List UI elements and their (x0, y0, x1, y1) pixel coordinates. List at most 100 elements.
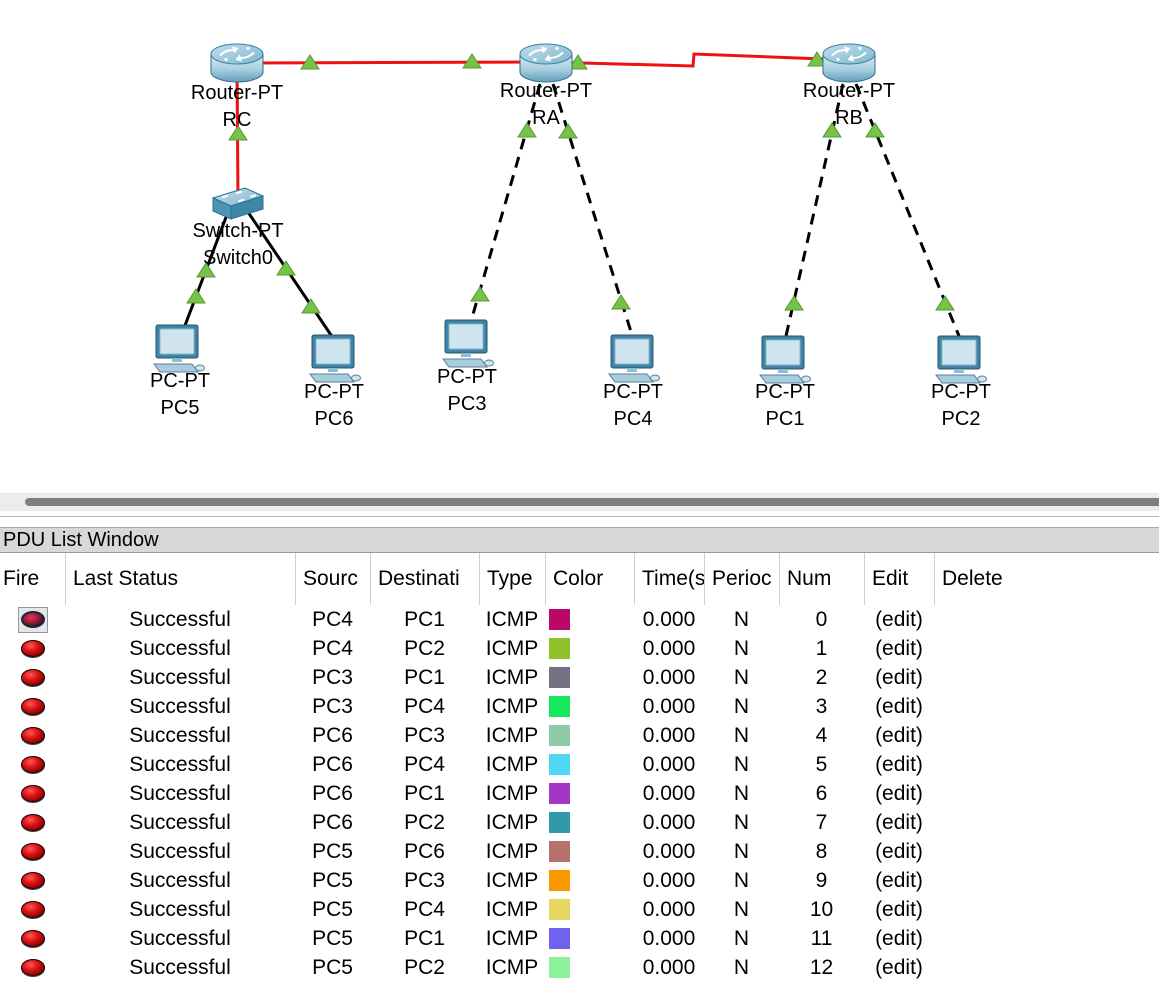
pdu-row[interactable]: Successful PC4 PC1 ICMP 0.000 N 0 (edit) (0, 605, 1030, 634)
horizontal-scrollbar[interactable] (0, 492, 1159, 512)
pdu-column-header[interactable]: Perioc (704, 553, 779, 605)
pdu-color-swatch[interactable] (549, 696, 570, 717)
pdu-color-swatch[interactable] (549, 725, 570, 746)
fire-icon[interactable] (20, 814, 45, 831)
edit-link[interactable]: (edit) (875, 897, 923, 921)
pdu-row[interactable]: Successful PC4 PC2 ICMP 0.000 N 1 (edit) (0, 634, 1030, 663)
edit-link[interactable]: (edit) (875, 810, 923, 834)
pdu-column-header[interactable]: Num (779, 553, 864, 605)
fire-button[interactable] (20, 843, 45, 860)
pdu-column-header[interactable]: Edit (864, 553, 934, 605)
edit-link[interactable]: (edit) (875, 868, 923, 892)
pdu-cell-time: 0.000 (642, 752, 696, 776)
fire-icon[interactable] (20, 785, 45, 802)
edit-link[interactable]: (edit) (875, 955, 923, 979)
pdu-color-swatch[interactable] (549, 928, 570, 949)
pdu-row[interactable]: Successful PC6 PC2 ICMP 0.000 N 7 (edit) (0, 808, 1030, 837)
fire-button[interactable] (20, 814, 45, 831)
edit-link[interactable]: (edit) (875, 665, 923, 689)
scrollbar-thumb[interactable] (25, 498, 1159, 506)
fire-button[interactable] (20, 727, 45, 744)
link-rc-ra (236, 60, 547, 65)
fire-icon[interactable] (20, 640, 45, 657)
pdu-row[interactable]: Successful PC3 PC4 ICMP 0.000 N 3 (edit) (0, 692, 1030, 721)
edit-link[interactable]: (edit) (875, 781, 923, 805)
pdu-column-header[interactable]: Delete (934, 553, 1024, 605)
fire-icon[interactable] (20, 959, 45, 976)
pdu-color-swatch[interactable] (549, 957, 570, 978)
device-label-rc: Router-PT RC (157, 80, 317, 134)
pdu-row[interactable]: Successful PC5 PC1 ICMP 0.000 N 11 (edit… (0, 924, 1030, 953)
pdu-row[interactable]: Successful PC5 PC3 ICMP 0.000 N 9 (edit) (0, 866, 1030, 895)
fire-button[interactable] (20, 756, 45, 773)
fire-button[interactable] (20, 901, 45, 918)
fire-button[interactable] (17, 606, 48, 633)
edit-link[interactable]: (edit) (875, 839, 923, 863)
pdu-color-swatch[interactable] (549, 870, 570, 891)
pdu-color-swatch[interactable] (549, 667, 570, 688)
pdu-column-header[interactable]: Type (479, 553, 545, 605)
fire-icon[interactable] (20, 930, 45, 947)
pdu-row[interactable]: Successful PC6 PC4 ICMP 0.000 N 5 (edit) (0, 750, 1030, 779)
pdu-row[interactable]: Successful PC3 PC1 ICMP 0.000 N 2 (edit) (0, 663, 1030, 692)
fire-button[interactable] (20, 959, 45, 976)
pc5-icon[interactable] (153, 324, 205, 373)
pdu-row[interactable]: Successful PC6 PC1 ICMP 0.000 N 6 (edit) (0, 779, 1030, 808)
pc4-icon[interactable] (608, 334, 660, 383)
fire-icon[interactable] (20, 727, 45, 744)
pdu-row[interactable]: Successful PC5 PC6 ICMP 0.000 N 8 (edit) (0, 837, 1030, 866)
edit-link[interactable]: (edit) (875, 926, 923, 950)
pdu-row[interactable]: Successful PC6 PC3 ICMP 0.000 N 4 (edit) (0, 721, 1030, 750)
fire-icon[interactable] (20, 669, 45, 686)
pc3-icon[interactable] (442, 319, 494, 368)
pdu-row[interactable]: Successful PC5 PC2 ICMP 0.000 N 12 (edit… (0, 953, 1030, 982)
fire-button[interactable] (20, 785, 45, 802)
edit-link[interactable]: (edit) (875, 607, 923, 631)
pdu-color-swatch[interactable] (549, 841, 570, 862)
pdu-color-swatch[interactable] (549, 638, 570, 659)
pc6-icon[interactable] (309, 334, 361, 383)
fire-button[interactable] (20, 872, 45, 889)
edit-link[interactable]: (edit) (875, 694, 923, 718)
pdu-color-swatch[interactable] (549, 754, 570, 775)
pdu-row[interactable]: Successful PC5 PC4 ICMP 0.000 N 10 (edit… (0, 895, 1030, 924)
pdu-column-header[interactable]: Time(s (634, 553, 704, 605)
fire-button[interactable] (20, 930, 45, 947)
fire-icon[interactable] (20, 901, 45, 918)
fire-icon[interactable] (20, 698, 45, 715)
pdu-cell-source: PC6 (312, 752, 353, 776)
router-ra-icon[interactable] (519, 43, 573, 83)
fire-icon[interactable] (20, 756, 45, 773)
pdu-cell-last-status: Successful (129, 723, 231, 747)
fire-icon[interactable] (20, 843, 45, 860)
edit-link[interactable]: (edit) (875, 723, 923, 747)
fire-button[interactable] (20, 698, 45, 715)
router-rb-icon[interactable] (822, 43, 876, 83)
pc1-icon[interactable] (759, 335, 811, 384)
pdu-column-header[interactable]: Last Status (65, 553, 295, 605)
fire-icon[interactable] (20, 611, 45, 628)
pdu-color-swatch[interactable] (549, 899, 570, 920)
pdu-color-swatch[interactable] (549, 609, 570, 630)
pc2-icon[interactable] (935, 335, 987, 384)
pdu-cell-fire (0, 808, 65, 837)
edit-link[interactable]: (edit) (875, 636, 923, 660)
switch0-icon[interactable] (212, 187, 264, 220)
fire-button[interactable] (20, 640, 45, 657)
pdu-color-swatch[interactable] (549, 783, 570, 804)
edit-link[interactable]: (edit) (875, 752, 923, 776)
pdu-cell-time: 0.000 (642, 955, 696, 979)
pdu-cell-type: ICMP (485, 665, 539, 689)
pdu-column-header[interactable]: Color (545, 553, 634, 605)
pdu-column-header[interactable]: Fire (3, 567, 40, 590)
pdu-column-header[interactable]: Destinati (370, 553, 479, 605)
pdu-cell-num: 9 (815, 868, 828, 892)
panel-divider (0, 516, 1159, 517)
pdu-column-header[interactable]: Sourc (295, 553, 370, 605)
pdu-color-swatch[interactable] (549, 812, 570, 833)
fire-button[interactable] (20, 669, 45, 686)
router-rc-icon[interactable] (210, 43, 264, 83)
link-up-arrow-icon (611, 294, 631, 310)
link-up-arrow-icon (558, 123, 578, 139)
fire-icon[interactable] (20, 872, 45, 889)
